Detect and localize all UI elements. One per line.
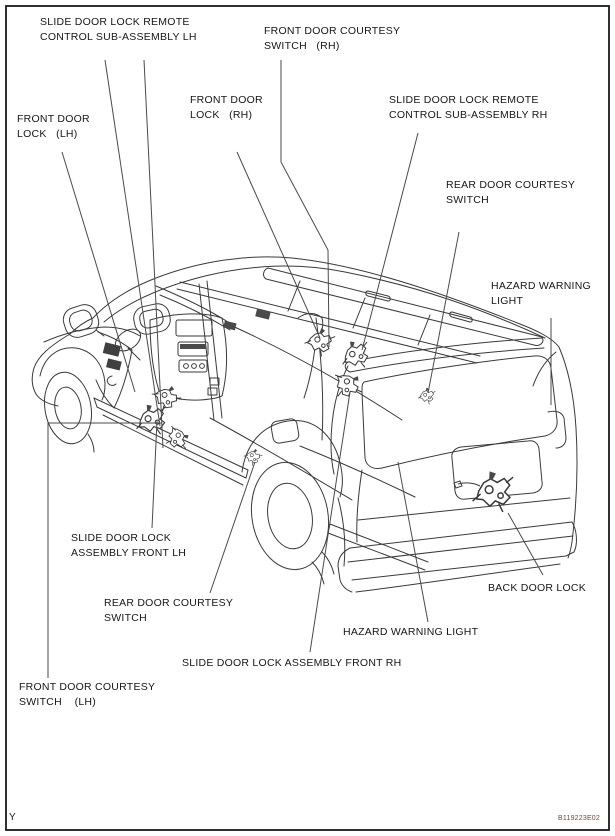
leader-slide-assembly-rh [309,391,351,653]
rear-door-courtesy-switch-rh-part [417,387,436,405]
side-mirror-rh [133,303,171,335]
callout-hazard-warning-light-bottom: HAZARD WARNING LIGHT [343,626,479,638]
back-door-lock-part [468,467,519,517]
leader-front-door-lock-rh [236,151,321,339]
callout-front-door-courtesy-switch-lh: FRONT DOOR COURTESY SWITCH (LH) [19,681,156,708]
front-door-lock-rh-part [302,325,337,359]
rear-door-courtesy-switch-lh-part [241,445,265,469]
page-corner-mark: Y [9,812,16,823]
front-wheel [44,371,95,453]
leader-front-door-lock-lh [61,151,136,393]
figure-code: B119223E02 [558,815,600,822]
lock-parts [130,325,519,517]
callout-front-door-lock-lh: FRONT DOOR LOCK (LH) [17,113,90,140]
slide-door-lock-assembly-front-rh-part [326,364,367,405]
leader-lines [47,59,552,678]
callout-rear-door-courtesy-switch-rh: REAR DOOR COURTESY SWITCH [446,179,576,206]
slide-door-lock-remote-lh-part [146,378,185,417]
figure-border [5,5,610,831]
back-door-lock-striker [453,480,481,489]
leader-rear-courtesy-lh [209,461,256,594]
side-mirror-lh [62,304,105,338]
callout-front-door-lock-rh: FRONT DOOR LOCK (RH) [190,94,263,121]
dashboard [114,308,271,401]
leader-front-courtesy-rh [280,60,330,348]
roof-frame [103,265,546,364]
callout-front-door-courtesy-switch-rh: FRONT DOOR COURTESY SWITCH (RH) [264,25,401,52]
callout-slide-door-lock-assembly-front-lh: SLIDE DOOR LOCK ASSEMBLY FRONT LH [71,532,187,559]
rear-hatch [330,337,571,543]
leader-rear-courtesy-rh [427,231,460,394]
callout-back-door-lock: BACK DOOR LOCK [488,582,587,594]
callout-rear-door-courtesy-switch-lh: REAR DOOR COURTESY SWITCH [104,597,234,624]
callout-slide-door-lock-remote-rh: SLIDE DOOR LOCK REMOTE CONTROL SUB-ASSEM… [389,94,548,121]
front-door-panel [95,331,133,409]
rear-wheel [241,420,343,585]
van-body-outline [31,256,578,559]
callout-hazard-warning-light-right: HAZARD WARNING LIGHT [491,280,591,307]
callout-slide-door-lock-assembly-front-rh: SLIDE DOOR LOCK ASSEMBLY FRONT RH [182,657,402,669]
leader-back-door-lock [507,512,544,576]
leader-slide-remote-lh-2 [143,59,164,449]
leader-slide-assembly-lh [151,420,158,529]
leader-slide-remote-lh [104,59,161,427]
leader-front-courtesy-lh [47,422,162,678]
leader-hazard-bottom [397,461,429,623]
leader-slide-remote-rh [361,132,419,351]
callout-slide-door-lock-remote-lh: SLIDE DOOR LOCK REMOTE CONTROL SUB-ASSEM… [40,16,197,43]
rear-bumper [337,497,577,593]
